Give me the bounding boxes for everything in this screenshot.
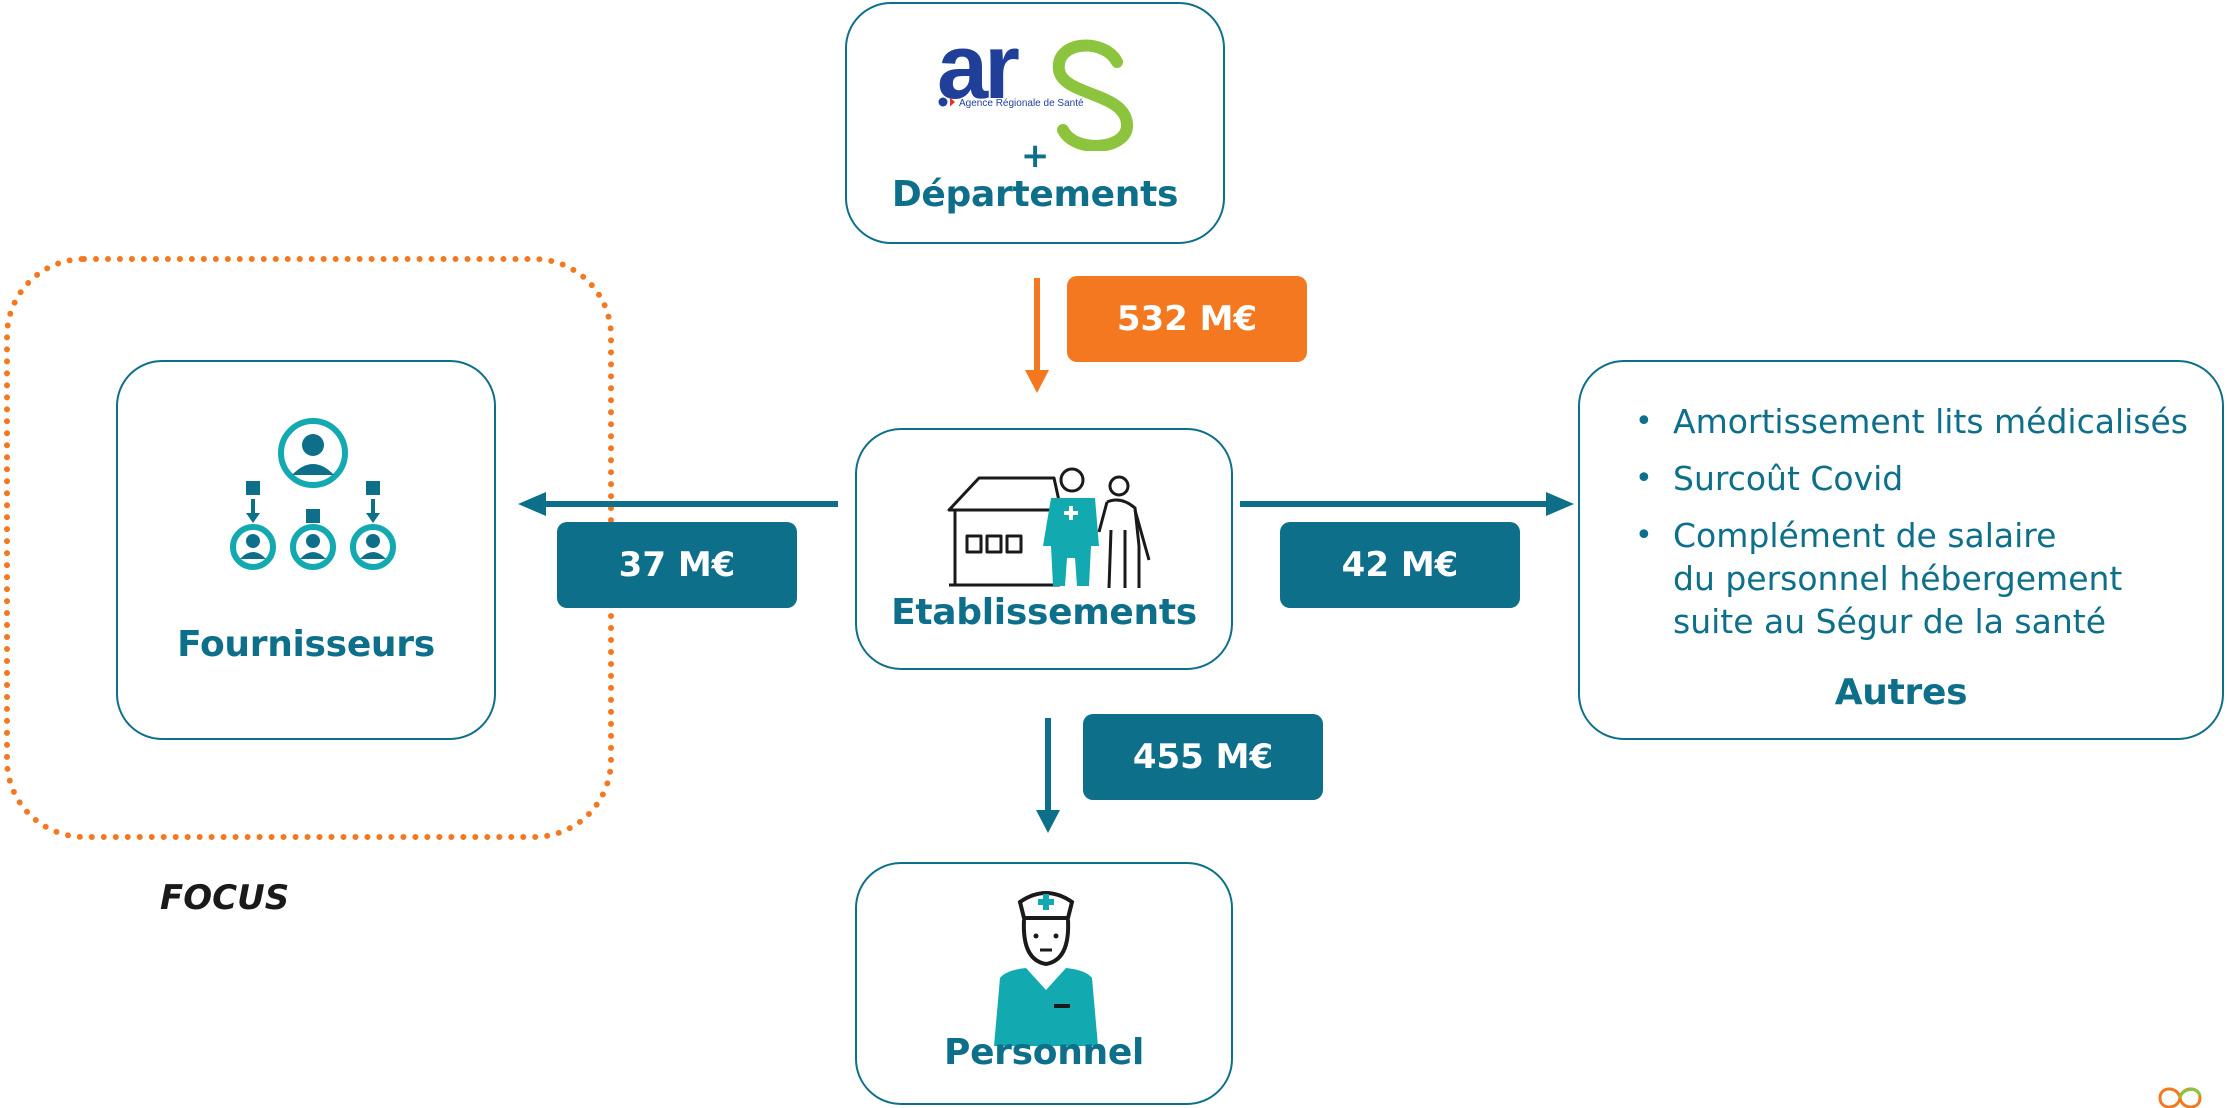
autres-bullet-text: Complément de salaire du personnel héber…: [1673, 516, 2123, 641]
amount-center-to-bottom: 455 M€: [1083, 714, 1323, 800]
amount-center-to-left: 37 M€: [557, 522, 797, 608]
autres-bullet-text: Amortissement lits médicalisés: [1673, 402, 2188, 441]
arrowhead-center-to-left: [518, 492, 546, 516]
autres-label: Autres: [1834, 672, 1968, 713]
personnel-label: Personnel: [943, 1032, 1145, 1073]
nurse-icon: [994, 891, 1098, 1046]
fournisseurs-label: Fournisseurs: [177, 624, 435, 665]
autres-bullet-item: • Amortissement lits médicalisés: [1635, 400, 2188, 443]
etablissements-label: Etablissements: [891, 592, 1197, 633]
amount-center-to-right: 42 M€: [1280, 522, 1520, 608]
autres-bullet-item: • Complément de salaire du personnel héb…: [1635, 514, 2188, 643]
ars-logo: ar Agence Régionale de Santé: [937, 26, 1133, 151]
focus-label: FOCUS: [160, 878, 290, 918]
bullet-dot: •: [1635, 404, 1653, 439]
autres-box: • Amortissement lits médicalisés • Surco…: [1578, 360, 2224, 740]
fournisseurs-box: Fournisseurs: [116, 360, 496, 740]
arrowhead-top-to-center: [1025, 370, 1049, 393]
autres-bullet-list: • Amortissement lits médicalisés • Surco…: [1635, 400, 2188, 657]
departements-label: Départements: [891, 174, 1179, 215]
bullet-dot: •: [1635, 461, 1653, 496]
autres-bullet-item: • Surcoût Covid: [1635, 457, 2188, 500]
ars-plus: +: [1020, 136, 1050, 176]
personnel-box: Personnel: [855, 862, 1233, 1105]
hierarchy-people-icon: [230, 418, 396, 570]
building-caregiver-elderly-icon: [947, 467, 1151, 589]
arrowhead-center-to-right: [1546, 492, 1574, 516]
arrowhead-center-to-bottom: [1036, 810, 1060, 833]
infinity-logo-icon: [2158, 1087, 2202, 1108]
etablissements-box: Etablissements: [855, 428, 1233, 670]
bullet-dot: •: [1635, 518, 1653, 553]
amount-top-to-center: 532 M€: [1067, 276, 1307, 362]
ars-tagline: Agence Régionale de Santé: [959, 98, 1084, 109]
autres-bullet-text: Surcoût Covid: [1673, 459, 1904, 498]
ars-departements-box: ar Agence Régionale de Santé + Départeme…: [845, 2, 1225, 244]
